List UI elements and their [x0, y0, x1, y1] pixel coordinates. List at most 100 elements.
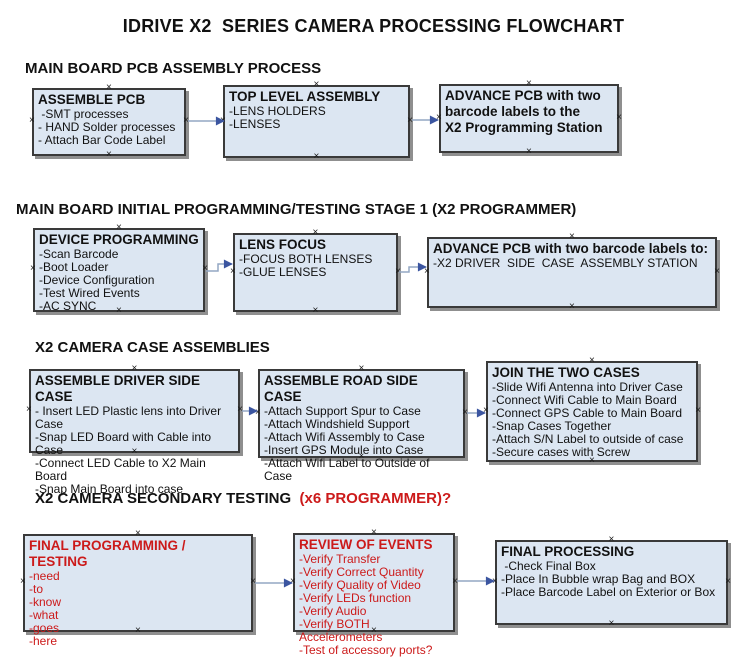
connection-anchor [569, 302, 575, 312]
box-item: -Test Wired Events [39, 286, 140, 300]
box-item: -Verify Audio [299, 604, 367, 618]
connection-anchor [106, 150, 112, 160]
box-item: -Attach S/N Label to outside of case [492, 432, 684, 446]
box-item: -Place Barcode Label on Exterior or Box [501, 585, 716, 599]
flowbox-top-level-assembly[interactable]: TOP LEVEL ASSEMBLY -LENS HOLDERS -LENSES [223, 85, 410, 158]
box-item: -Snap Main Board into case [35, 482, 184, 496]
box-title: ADVANCE PCB with two barcode labels to t… [445, 88, 603, 135]
box-item: -SMT processes [38, 107, 129, 121]
arrow-lensfocus-to-advance [399, 262, 427, 273]
box-item: -goes [29, 621, 60, 635]
heading-text: MAIN BOARD INITIAL PROGRAMMING/TESTING S… [16, 201, 577, 218]
connection-anchor [436, 113, 442, 123]
flowbox-assemble-driver-side-case[interactable]: ASSEMBLE DRIVER SIDE CASE - Insert LED P… [29, 369, 243, 496]
flowbox-advance-to-driver-station[interactable]: ADVANCE PCB with two barcode labels to: … [427, 237, 717, 308]
connection-anchor [407, 116, 413, 126]
connection-anchor [313, 306, 319, 316]
box-title: ADVANCE PCB with two barcode labels to: [433, 241, 709, 256]
box-title: FINAL PROGRAMMING / TESTING [29, 538, 186, 569]
connection-anchor [395, 267, 401, 277]
box-item: -Attach Wifi Label to Outside of Case [264, 456, 433, 483]
box-title: JOIN THE TWO CASES [492, 365, 640, 380]
connection-anchor [609, 619, 615, 629]
heading-text: X2 CAMERA SECONDARY TESTING [35, 490, 300, 507]
connection-anchor [526, 147, 532, 157]
box-item: -Verify Quality of Video [299, 578, 421, 592]
box-title: DEVICE PROGRAMMING [39, 232, 199, 247]
connection-anchor [202, 264, 208, 274]
connection-anchor [183, 116, 189, 126]
flowbox-assemble-pcb[interactable]: ASSEMBLE PCB -SMT processes - HAND Solde… [32, 88, 186, 156]
connection-anchor [725, 577, 731, 587]
section-heading-initial-programming: MAIN BOARD INITIAL PROGRAMMING/TESTING S… [16, 201, 576, 218]
page-title: IDRIVE X2 SERIES CAMERA PROCESSING FLOWC… [122, 16, 625, 36]
box-title: ASSEMBLE ROAD SIDE CASE [264, 373, 418, 404]
box-item: -Insert GPS Module into Case [264, 443, 424, 457]
box-title: LENS FOCUS [239, 237, 327, 252]
box-item: -Verify Correct Quantity [299, 565, 424, 579]
connection-anchor [714, 267, 720, 277]
box-item: -Verify Transfer [299, 552, 381, 566]
box-item: -Test of accessory ports? [299, 643, 433, 657]
flowbox-advance-to-programming-station[interactable]: ADVANCE PCB with two barcode labels to t… [439, 84, 619, 153]
box-item: -Attach Wifi Assembly to Case [264, 430, 425, 444]
connection-anchor [220, 116, 226, 126]
connection-anchor [250, 577, 256, 587]
box-item: -Slide Wifi Antenna into Driver Case [492, 380, 683, 394]
box-item: -Attach Windshield Support [264, 417, 410, 431]
box-item: -to [29, 582, 44, 596]
box-item: -Place In Bubble wrap Bag and BOX [501, 572, 696, 586]
heading-red-text: (x6 PROGRAMMER)? [299, 490, 452, 507]
box-item: - HAND Solder processes [38, 120, 176, 134]
flowbox-assemble-road-side-case[interactable]: ASSEMBLE ROAD SIDE CASE -Attach Support … [255, 369, 468, 483]
connection-anchor [452, 577, 458, 587]
box-item: -Boot Loader [39, 260, 109, 274]
box-item: -X2 DRIVER SIDE CASE ASSEMBLY STATION [433, 256, 698, 270]
box-item: -Attach Support Spur to Case [264, 404, 421, 418]
box-title: REVIEW OF EVENTS [299, 537, 433, 552]
box-item: -Verify BOTH Accelerometers [299, 617, 383, 644]
box-title: FINAL PROCESSING [501, 544, 635, 559]
box-title: TOP LEVEL ASSEMBLY [229, 89, 381, 104]
connection-anchor [290, 577, 296, 587]
box-item: -Scan Barcode [39, 247, 119, 261]
box-item: -FOCUS BOTH LENSES [239, 252, 373, 266]
box-item: -what [29, 608, 59, 622]
connection-anchor [237, 405, 243, 415]
flowbox-join-the-two-cases[interactable]: JOIN THE TWO CASES -Slide Wifi Antenna i… [486, 361, 698, 462]
box-item: -Verify LEDs function [299, 591, 412, 605]
flowbox-final-programming-testing[interactable]: FINAL PROGRAMMING / TESTING -need -to -k… [20, 534, 256, 648]
box-title: ASSEMBLE DRIVER SIDE CASE [35, 373, 201, 404]
box-item: -Snap Cases Together [492, 419, 612, 433]
box-item: - Attach Bar Code Label [38, 133, 166, 147]
connection-anchor [616, 113, 622, 123]
heading-text: MAIN BOARD PCB ASSEMBLY PROCESS [25, 60, 322, 77]
box-item: -GLUE LENSES [239, 265, 327, 279]
box-item: -Connect GPS Cable to Main Board [492, 406, 683, 420]
box-item: -need [29, 569, 60, 583]
box-item: -LENS HOLDERS [229, 104, 326, 118]
box-item: -Secure cases with Screw [492, 445, 631, 459]
connection-anchor [462, 408, 468, 418]
box-item: -LENSES [229, 117, 281, 131]
box-title: ASSEMBLE PCB [38, 92, 146, 107]
connection-anchor [483, 406, 489, 416]
connection-anchor [30, 264, 36, 274]
box-item: -Device Configuration [39, 273, 155, 287]
connection-anchor [424, 267, 430, 277]
connection-anchor [20, 577, 26, 587]
flowbox-device-programming[interactable]: DEVICE PROGRAMMING -Scan Barcode -Boot L… [30, 228, 208, 313]
heading-text: X2 CAMERA CASE ASSEMBLIES [35, 339, 270, 356]
connection-anchor [29, 116, 35, 126]
flowbox-review-of-events[interactable]: REVIEW OF EVENTS -Verify Transfer -Verif… [290, 533, 458, 657]
box-item: -Connect LED Cable to X2 Main Board [35, 456, 210, 483]
arrow-device-to-lensfocus [206, 259, 233, 272]
connection-anchor [255, 408, 261, 418]
section-heading-pcb-assembly: MAIN BOARD PCB ASSEMBLY PROCESS [25, 60, 321, 77]
flowbox-final-processing[interactable]: FINAL PROCESSING -Check Final Box -Place… [495, 540, 728, 625]
connection-anchor [230, 267, 236, 277]
flowbox-lens-focus[interactable]: LENS FOCUS -FOCUS BOTH LENSES -GLUE LENS… [233, 233, 398, 312]
box-item: -know [29, 595, 62, 609]
box-item: -Snap LED Board with Cable into Case [35, 430, 215, 457]
